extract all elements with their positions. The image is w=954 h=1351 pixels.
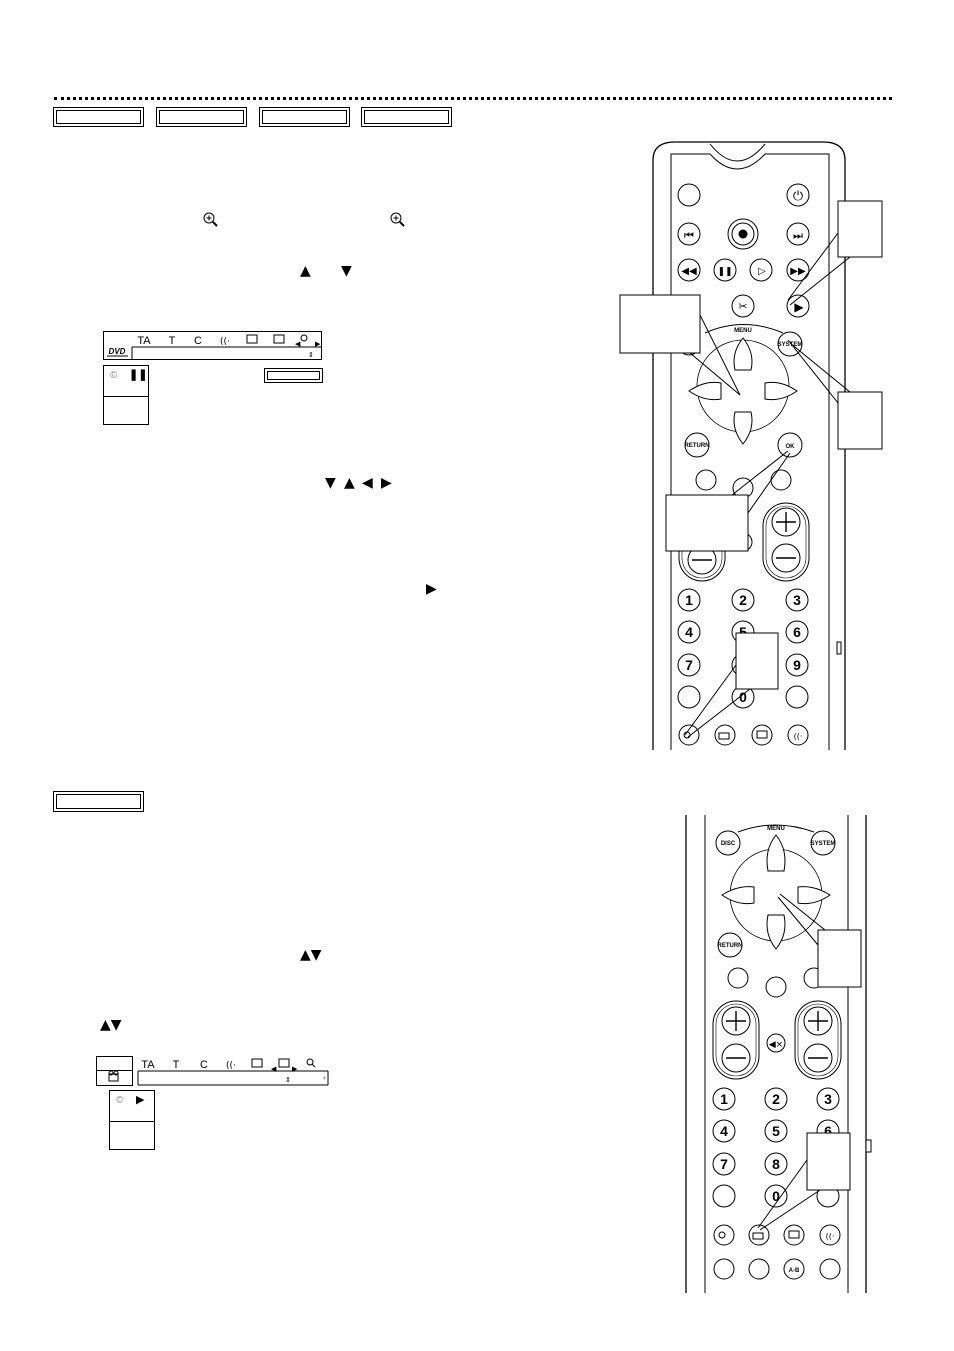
svg-text:◀×: ◀× — [769, 1040, 783, 1050]
number-label: 1 — [720, 1091, 728, 1107]
svg-text:RETURN: RETURN — [685, 443, 710, 449]
svg-text:◀: ◀ — [295, 340, 301, 348]
down-arrow-glyph: ▼ — [341, 263, 352, 279]
dvd-logo: DVD — [109, 347, 126, 356]
header-tab-3 — [259, 107, 350, 127]
number-label: 3 — [824, 1091, 832, 1107]
svg-text:T: T — [169, 335, 176, 347]
svg-text:⇕: ⇕ — [285, 1076, 291, 1084]
number-button — [677, 588, 701, 612]
number-button — [764, 1152, 788, 1176]
number-button — [712, 1152, 736, 1176]
number-label: 5 — [772, 1123, 780, 1139]
number-label: 3 — [793, 592, 801, 608]
svg-text:▶: ▶ — [292, 1065, 298, 1073]
header-tab-1 — [53, 107, 144, 127]
svg-text:MENU: MENU — [734, 328, 752, 334]
number-label: 4 — [685, 624, 693, 640]
number-button — [712, 1087, 736, 1111]
dotted-rule — [54, 97, 892, 100]
number-label: 6 — [824, 1123, 832, 1139]
play-icon: ▶ — [136, 1094, 145, 1106]
svg-text:›: › — [323, 1074, 326, 1082]
osd-menu-bar: DVD TA T C ((· ◀ ▶ ⇕ — [103, 331, 322, 360]
osd-status-panel: © ❚❚ — [103, 365, 149, 425]
svg-text:TA: TA — [141, 1059, 155, 1071]
svg-text:▶: ▶ — [315, 340, 321, 348]
svg-text:⏮: ⏮ — [684, 229, 694, 242]
number-label: 9 — [793, 657, 801, 673]
svg-text:((·: ((· — [226, 1061, 236, 1071]
number-button — [785, 620, 809, 644]
svg-text:❚❚: ❚❚ — [717, 267, 732, 277]
header-tab-bottom — [53, 791, 144, 812]
number-button — [677, 685, 701, 709]
svg-text:⏭: ⏭ — [793, 229, 803, 242]
number-button — [785, 588, 809, 612]
svg-text:⏻: ⏻ — [793, 189, 803, 204]
down-arrow-glyph: ▼ — [325, 475, 336, 491]
right-arrow-glyph: ▶ — [381, 475, 392, 491]
svg-text:◀◀: ◀◀ — [681, 266, 697, 277]
svg-text:⇕: ⇕ — [308, 351, 314, 359]
header-tab-2 — [156, 107, 247, 127]
svg-text:SYSTEM: SYSTEM — [778, 342, 803, 348]
up-down-arrow-glyph: ▲▼ — [100, 1017, 122, 1033]
zoom-icon — [390, 212, 405, 227]
number-label: 7 — [685, 657, 693, 673]
svg-text:▷: ▷ — [758, 266, 766, 277]
number-button — [816, 1087, 840, 1111]
svg-text:((·: ((· — [220, 337, 230, 347]
play-glyph: ▶ — [426, 581, 437, 597]
svg-text:((·: ((· — [826, 1232, 835, 1241]
number-label: 6 — [793, 624, 801, 640]
up-arrow-glyph: ▲ — [344, 475, 355, 491]
svg-text:DISC: DISC — [721, 841, 736, 847]
number-label: 5 — [739, 624, 747, 640]
number-label: 7 — [720, 1156, 728, 1172]
number-button — [731, 588, 755, 612]
osd-status-panel-bottom: © ▶ — [109, 1090, 155, 1150]
up-arrow-glyph: ▲ — [300, 263, 311, 279]
svg-text:OK: OK — [786, 444, 796, 450]
svg-text:MENU: MENU — [767, 826, 785, 832]
number-button — [764, 1119, 788, 1143]
number-label: 4 — [720, 1123, 728, 1139]
svg-text:▶: ▶ — [794, 300, 804, 314]
zoom-icon — [203, 212, 218, 227]
header-tab-4 — [361, 107, 452, 127]
number-button — [764, 1184, 788, 1208]
number-label: 1 — [685, 592, 693, 608]
svg-text:C: C — [200, 1059, 208, 1071]
svg-text:TA: TA — [137, 335, 151, 347]
number-button — [677, 653, 701, 677]
svg-text:SYSTEM: SYSTEM — [811, 841, 836, 847]
number-button — [712, 1184, 736, 1208]
left-arrow-glyph: ◀ — [362, 475, 373, 491]
svg-text:T: T — [173, 1059, 180, 1071]
svg-text:A-B: A-B — [789, 1268, 800, 1274]
remote-control-bottom: MENU DISC SYSTEM RETURN ◀× 1 2 3 4 5 6 7 8 0 ((·… — [685, 815, 872, 1293]
number-label: 0 — [772, 1188, 780, 1204]
osd-zoom-box — [264, 368, 323, 383]
number-button — [764, 1087, 788, 1111]
number-label: 2 — [772, 1091, 780, 1107]
callouts-top — [619, 200, 883, 738]
svg-text:RETURN: RETURN — [718, 943, 743, 949]
number-label: 8 — [772, 1156, 780, 1172]
svg-text:((·: ((· — [794, 732, 803, 741]
svg-text:▶▶: ▶▶ — [790, 266, 806, 277]
number-label: 0 — [739, 689, 747, 705]
number-button — [785, 653, 809, 677]
pause-icon: ❚❚ — [129, 369, 148, 381]
number-button — [712, 1119, 736, 1143]
number-label: 2 — [739, 592, 747, 608]
svg-text:C: C — [194, 335, 202, 347]
number-button — [785, 685, 809, 709]
number-button — [677, 620, 701, 644]
svg-text:◀: ◀ — [271, 1065, 277, 1073]
svg-text:✂: ✂ — [738, 300, 747, 313]
up-down-arrow-glyph: ▲▼ — [300, 947, 322, 963]
osd-menu-bar-bottom: TA T C ((· ◀ ▶ ⇕ › — [96, 1056, 329, 1086]
